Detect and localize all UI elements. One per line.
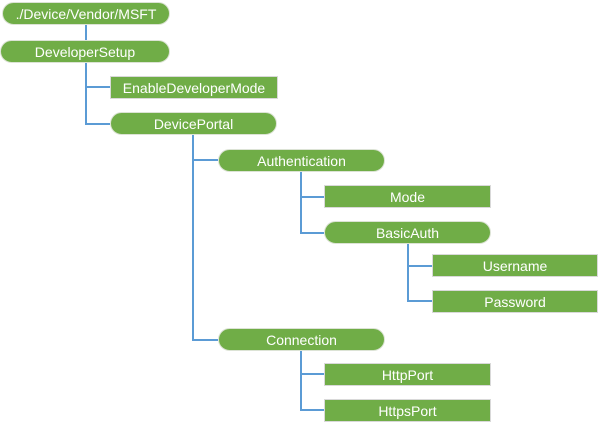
connector-branch-username (407, 265, 432, 267)
connector-developersetup-trunk (85, 63, 87, 125)
connector-branch-enabledevelopermode (85, 86, 110, 88)
connector-connection-trunk (300, 351, 302, 411)
connector-branch-connection (192, 339, 218, 341)
node-developer-setup: DeveloperSetup (0, 40, 170, 63)
connector-msft-to-developersetup (85, 25, 87, 40)
connector-deviceportal-trunk (192, 135, 194, 341)
connector-branch-basicauth (300, 232, 324, 234)
node-password: Password (432, 290, 598, 313)
node-connection: Connection (218, 328, 385, 351)
node-root-msft: ./Device/Vendor/MSFT (2, 2, 170, 25)
node-http-port: HttpPort (324, 363, 491, 386)
node-mode: Mode (324, 185, 491, 208)
connector-branch-password (407, 300, 432, 302)
node-authentication: Authentication (218, 149, 385, 172)
connector-branch-httpsport (300, 409, 324, 411)
node-enable-developer-mode: EnableDeveloperMode (110, 76, 278, 99)
node-username: Username (432, 254, 598, 277)
connector-branch-httpport (300, 373, 324, 375)
connector-basicauth-trunk (407, 244, 409, 302)
node-basic-auth: BasicAuth (324, 221, 491, 244)
connector-branch-authentication (192, 159, 218, 161)
connector-authentication-trunk (300, 172, 302, 234)
node-https-port: HttpsPort (324, 399, 491, 422)
connector-branch-mode (300, 196, 324, 198)
connector-branch-deviceportal (85, 123, 110, 125)
node-device-portal: DevicePortal (110, 112, 277, 135)
